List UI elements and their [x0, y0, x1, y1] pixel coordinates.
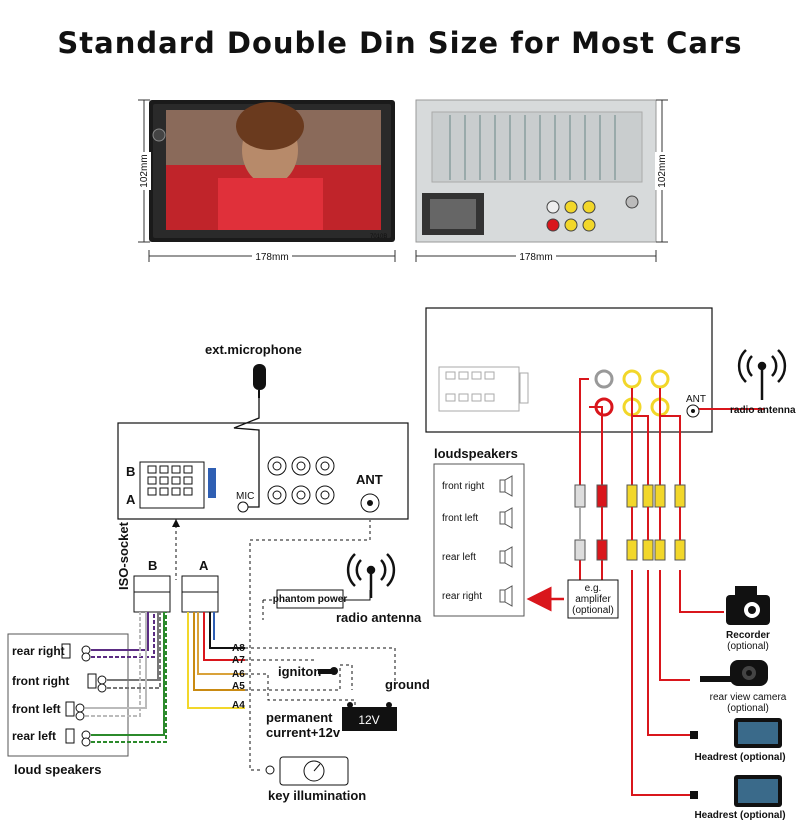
- pin-a7-label: A7: [232, 655, 245, 666]
- pin-a5-label: A5: [232, 681, 245, 692]
- amplifier-optional-label: (optional): [572, 605, 614, 616]
- speaker-front-left-label: front left: [12, 702, 61, 716]
- rear-width-label: 178mm: [519, 252, 552, 263]
- right-speaker-front-right: front right: [442, 481, 484, 492]
- right-diagram: ANT radio antenna: [425, 307, 796, 821]
- recorder-label: Recorder: [726, 630, 770, 641]
- phantom-power-label: phantom power: [273, 594, 348, 605]
- speaker-rear-left-label: rear left: [12, 729, 56, 743]
- loud-speakers-label: loud speakers: [14, 762, 101, 777]
- connector-a-label: A: [199, 558, 209, 573]
- pin-a4-label: A4: [232, 700, 245, 711]
- loudspeakers-title: loudspeakers: [434, 446, 518, 461]
- connector-b-plug: [133, 575, 171, 613]
- permanent-label: permanent: [266, 710, 333, 725]
- battery-label: 12V: [358, 713, 379, 727]
- camera-recorder-icon: [726, 586, 770, 625]
- right-ant-label: ANT: [686, 394, 706, 405]
- row-b-label: B: [126, 464, 135, 479]
- igniton-label: igniton: [278, 664, 321, 679]
- rear-view-camera-icon: [700, 660, 768, 686]
- headrest-monitor-2-icon: [690, 775, 782, 807]
- radio-antenna-label: radio antenna: [336, 610, 422, 625]
- dashed-connections: [245, 520, 396, 771]
- iso-socket-label: ISO-socket: [116, 521, 131, 590]
- ext-microphone-label: ext.microphone: [205, 342, 302, 357]
- headrest-2-label: Headrest (optional): [694, 810, 785, 821]
- current-label: current+12v: [266, 725, 341, 740]
- iso-connector-icon: [139, 461, 216, 509]
- rear-iso-connector-icon: [438, 366, 529, 412]
- headrest-1-label: Headrest (optional): [694, 752, 785, 763]
- right-radio-antenna-label: radio antenna: [730, 405, 796, 416]
- mic-label: MIC: [236, 491, 254, 502]
- connector-b-label: B: [148, 558, 157, 573]
- amplifier-label: amplifer: [575, 594, 611, 605]
- radio-antenna-icon: [346, 553, 396, 598]
- ant-label: ANT: [356, 472, 383, 487]
- rca-wires: [579, 378, 724, 796]
- right-speaker-icons: [499, 475, 513, 607]
- connector-a-plug: [181, 575, 219, 613]
- speaker-front-right-label: front right: [12, 674, 69, 688]
- right-speaker-front-left: front left: [442, 513, 478, 524]
- key-illumination-label: key illumination: [268, 788, 366, 803]
- ground-label: ground: [385, 677, 430, 692]
- rca-jacks: [267, 456, 335, 505]
- microphone-icon: [253, 364, 266, 398]
- rear-camera-optional-label: (optional): [727, 703, 769, 714]
- row-a-label: A: [126, 492, 136, 507]
- left-diagram: B A MIC ANT ext.microphone ISO-socket B …: [7, 342, 430, 803]
- front-height-label: 102mm: [139, 154, 150, 187]
- headrest-monitor-icon: [690, 718, 782, 748]
- rca-plug-cables: [579, 507, 681, 540]
- battery-icon: 12V: [342, 702, 397, 731]
- right-radio-antenna-icon: [737, 349, 787, 400]
- amplifier-eg-label: e.g.: [585, 583, 602, 594]
- pin-a8-label: A8: [232, 643, 245, 654]
- power-wires: [187, 612, 245, 709]
- rca-plugs: [574, 484, 686, 561]
- rear-height-label: 102mm: [657, 154, 668, 187]
- page-title: Standard Double Din Size for Most Cars: [57, 26, 743, 60]
- pin-a6-label: A6: [232, 669, 245, 680]
- speaker-wires: [85, 612, 167, 743]
- model-label: 7010B: [370, 234, 387, 240]
- right-speaker-rear-right: rear right: [442, 591, 482, 602]
- rear-camera-label: rear view camera: [710, 692, 787, 703]
- front-unit: 7010B 178mm 102mm: [137, 99, 396, 263]
- mic-jack-icon: [237, 501, 249, 513]
- rear-unit: 178mm 102mm: [415, 99, 669, 263]
- speaker-rear-right-label: rear right: [12, 644, 65, 658]
- speaker-icons: [61, 643, 107, 747]
- right-speaker-rear-left: rear left: [442, 552, 476, 563]
- recorder-optional-label: (optional): [727, 641, 769, 652]
- ignition-key-icon: [318, 667, 338, 675]
- front-width-label: 178mm: [255, 252, 288, 263]
